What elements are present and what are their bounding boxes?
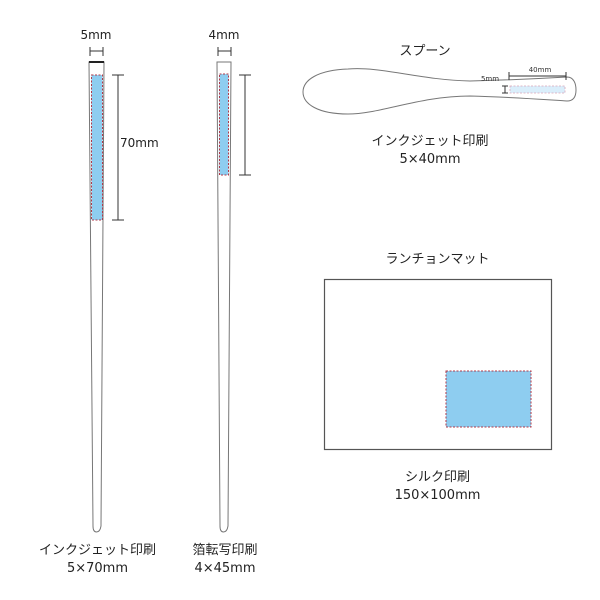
chopstick-foil-width-label: 4mm <box>208 28 240 42</box>
chopstick-inkjet-method: インクジェット印刷 <box>38 543 156 558</box>
spoon-title: スプーン <box>399 44 451 59</box>
chopstick-inkjet-width-label: 5mm <box>80 28 112 42</box>
chopstick-foil <box>216 47 251 533</box>
spoon-size: 5×40mm <box>399 152 461 167</box>
chopstick-foil-size: 4×45mm <box>194 561 256 576</box>
luncheon-mat-size: 150×100mm <box>394 488 481 503</box>
width-dimension <box>217 47 232 56</box>
luncheon-mat-title: ランチョンマット <box>385 252 490 267</box>
spoon <box>302 68 577 115</box>
width-dimension <box>502 85 508 94</box>
print-area <box>445 370 532 428</box>
length-dimension <box>239 74 251 176</box>
chopstick-foil-method: 箔転写印刷 <box>192 543 258 558</box>
length-dimension <box>112 74 124 221</box>
spoon-width-label: 5mm <box>480 75 500 83</box>
width-dimension <box>89 47 104 56</box>
spoon-method: インクジェット印刷 <box>371 134 489 149</box>
print-area <box>509 85 566 94</box>
print-area <box>219 73 229 176</box>
chopstick-inkjet-length-label: 70mm <box>120 136 159 150</box>
luncheon-mat <box>323 278 553 451</box>
spoon-length-label: 40mm <box>528 66 552 74</box>
chopstick-inkjet <box>88 47 124 533</box>
length-dimension <box>508 72 567 80</box>
luncheon-mat-method: シルク印刷 <box>404 470 470 485</box>
print-area <box>91 74 103 221</box>
chopstick-inkjet-size: 5×70mm <box>66 561 129 576</box>
